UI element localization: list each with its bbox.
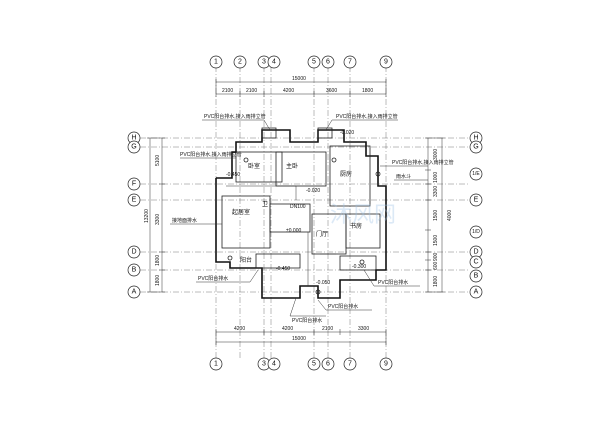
bottom-dim-3: 2100 <box>322 326 333 332</box>
note-pvc-bottom-right: PVC阳台排水 <box>378 279 408 286</box>
axis-top-5: 5 <box>312 59 316 66</box>
elevation-2: -0.450 <box>226 172 240 178</box>
axis-left-G: G <box>131 144 136 151</box>
left-total-dim: 13200 <box>144 209 150 223</box>
left-dim-1: 1800 <box>155 275 161 286</box>
axis-right-D: D <box>473 249 478 256</box>
downpipe-label: DN100 <box>290 204 306 210</box>
building-walls <box>215 127 387 299</box>
bottom-dim-4: 3300 <box>358 326 369 332</box>
note-pvc-bottom-left: PVC阳台排水 <box>198 275 228 282</box>
right-dim-4: 1500 <box>433 210 439 221</box>
leader-notes: PVC阳台排水,接入雨排立管 PVC阳台排水,接入雨排立管 PVC阳台排水,接入… <box>170 113 454 324</box>
room-labels: 主卧 厨房 起居室 卧室 卫 书房 门厅 阳台 <box>232 162 362 264</box>
axis-left-E: E <box>132 197 137 204</box>
axis-top-7: 7 <box>348 59 352 66</box>
room-living: 起居室 <box>232 208 250 216</box>
top-dim-2: 2100 <box>246 88 257 94</box>
right-axis-bubbles: H G 1/E E 1/D D C B A <box>469 131 483 299</box>
axis-bottom-1: 1 <box>214 361 218 368</box>
bottom-axis-bubbles: 1 3 4 5 6 7 9 <box>209 357 393 371</box>
left-dimensions: 13200 1800 1800 3300 5100 <box>144 137 165 293</box>
axis-top-2: 2 <box>238 59 242 66</box>
top-dim-3: 4200 <box>283 88 294 94</box>
axis-bottom-3: 3 <box>262 361 266 368</box>
room-entry: 门厅 <box>316 230 328 238</box>
right-dim-1: 3000 <box>433 149 439 160</box>
right-dim-2: 1000 <box>433 172 439 183</box>
axis-bottom-9: 9 <box>384 361 388 368</box>
right-dim-5: 1500 <box>433 235 439 246</box>
note-pvc-bottom-low: PVC阳台排水 <box>292 317 322 324</box>
room-bath: 卫 <box>262 201 268 208</box>
axis-top-4: 4 <box>272 59 276 66</box>
note-pvc-top-right: PVC阳台排水,接入雨排立管 <box>336 113 398 120</box>
axis-right-B: B <box>474 273 479 280</box>
right-dim-3: 3300 <box>433 186 439 197</box>
axis-left-D: D <box>131 249 136 256</box>
axis-right-1D: 1/D <box>472 229 480 235</box>
top-dim-5: 1800 <box>362 88 373 94</box>
left-axis-bubbles: H G F E D B A <box>127 131 141 299</box>
watermark: 沐风网 <box>330 202 396 227</box>
elevation-marks: -0.020 -0.450 -0.020 ±0.000 -0.450 -0.30… <box>226 130 366 286</box>
right-dim-8: 1800 <box>433 276 439 287</box>
axis-bottom-6: 6 <box>326 361 330 368</box>
axis-left-B: B <box>132 267 137 274</box>
axis-right-1E: 1/E <box>472 171 480 177</box>
left-dim-4: 5100 <box>155 155 161 166</box>
room-bedroom: 卧室 <box>248 162 260 170</box>
elevation-5: -0.450 <box>276 266 290 272</box>
left-dim-3: 3300 <box>155 214 161 225</box>
top-dimensions: 15000 2100 2100 4200 3600 1800 <box>215 76 387 97</box>
top-dim-4: 3600 <box>326 88 337 94</box>
note-pvc-top-left: PVC阳台排水,接入雨排立管 <box>204 113 266 120</box>
top-axis-bubbles: 1 2 3 4 5 6 7 9 <box>209 55 393 69</box>
room-balcony: 阳台 <box>240 256 252 264</box>
axis-top-3: 3 <box>262 59 266 66</box>
axis-left-H: H <box>131 135 136 142</box>
axis-top-1: 1 <box>214 59 218 66</box>
left-dim-2: 1800 <box>155 255 161 266</box>
axis-bottom-7: 7 <box>348 361 352 368</box>
bottom-dimensions: 4200 4200 2100 3300 15000 <box>215 326 387 345</box>
axis-top-6: 6 <box>326 59 330 66</box>
axis-right-H: H <box>473 135 478 142</box>
axis-left-F: F <box>132 181 136 188</box>
axis-top-9: 9 <box>384 59 388 66</box>
elevation-7: -0.050 <box>316 280 330 286</box>
axis-left-A: A <box>132 289 137 296</box>
right-dim-7: 600 <box>433 261 439 270</box>
top-total-dim: 15000 <box>292 76 306 82</box>
axis-bottom-5: 5 <box>312 361 316 368</box>
axis-right-A: A <box>474 289 479 296</box>
grid-lines <box>140 66 470 358</box>
room-bedroom-main: 主卧 <box>286 162 298 170</box>
elevation-4: ±0.000 <box>286 228 301 234</box>
room-study: 书房 <box>350 222 362 230</box>
axis-right-C: C <box>473 259 478 266</box>
bottom-dim-1: 4200 <box>234 326 245 332</box>
note-pvc-right: PVC阳台排水,接入雨排立管 <box>392 159 454 166</box>
room-kitchen: 厨房 <box>340 170 352 178</box>
note-ground-drain: 接地面排水 <box>172 217 197 224</box>
axis-bottom-4: 4 <box>272 361 276 368</box>
axis-right-E: E <box>474 197 479 204</box>
note-pvc-bottom-mid: PVC阳台排水 <box>328 303 358 310</box>
right-total-dim: 4000 <box>447 210 453 221</box>
elevation-6: -0.300 <box>352 264 366 270</box>
right-dimensions: 3000 1000 3300 1500 1500 900 600 1800 40… <box>425 137 453 293</box>
bottom-dim-2: 4200 <box>282 326 293 332</box>
elevation-1: -0.020 <box>340 130 354 136</box>
top-dim-1: 2100 <box>222 88 233 94</box>
note-rain-scupper: 雨水斗 <box>396 173 411 180</box>
right-dim-6: 900 <box>433 252 439 261</box>
axis-right-G: G <box>473 144 478 151</box>
elevation-3: -0.020 <box>306 188 320 194</box>
bottom-total-dim: 15000 <box>292 336 306 342</box>
note-pvc-left: PVC阳台排水,接入雨排立管 <box>180 151 242 158</box>
